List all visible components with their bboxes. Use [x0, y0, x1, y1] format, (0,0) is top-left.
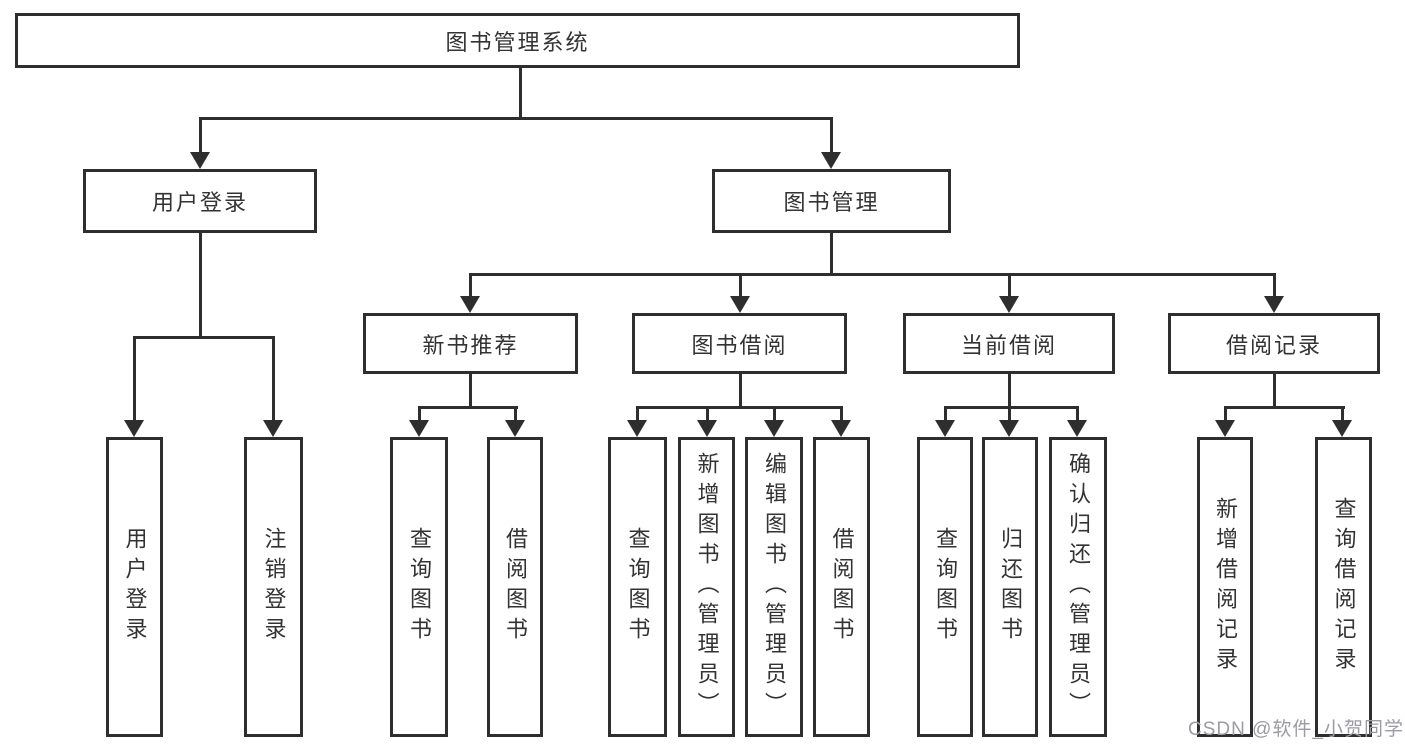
leaf-logout-label: 注销登录 [261, 527, 287, 647]
arrow-down-icon [505, 420, 525, 437]
leaf-query-borrow-record: 查询借阅记录 [1315, 437, 1372, 737]
leaf-confirm-return-label: 确认归还（管理员） [1066, 452, 1091, 722]
node-new-book-recommend: 新书推荐 [363, 313, 578, 374]
connector-line [944, 406, 947, 422]
leaf-user-login: 用户登录 [106, 437, 163, 737]
node-book-borrow-label: 图书借阅 [691, 332, 788, 358]
arrow-down-icon [1332, 420, 1352, 437]
connector-line [1273, 374, 1276, 409]
connector-line [840, 406, 843, 422]
connector-line [1008, 406, 1011, 422]
connector-line [272, 336, 275, 423]
connector-line [199, 117, 202, 155]
connector-line [830, 117, 833, 155]
node-user-login: 用户登录 [83, 169, 317, 233]
arrow-down-icon [730, 296, 750, 313]
leaf-logout: 注销登录 [244, 437, 303, 737]
node-borrow-records-label: 借阅记录 [1225, 332, 1322, 358]
leaf-confirm-return: 确认归还（管理员） [1049, 437, 1107, 737]
connector-line [1008, 374, 1011, 409]
connector-line [519, 67, 522, 118]
connector-line [133, 336, 275, 339]
node-book-management-label: 图书管理 [783, 190, 880, 215]
leaf-add-book-label: 新增图书（管理员） [694, 452, 720, 722]
leaf-add-borrow-record: 新增借阅记录 [1197, 437, 1253, 737]
leaf-borrow-book-1-label: 借阅图书 [503, 527, 528, 647]
leaf-borrow-book-1: 借阅图书 [487, 437, 543, 737]
arrow-down-icon [1215, 420, 1235, 437]
connector-line [636, 406, 843, 409]
leaf-add-borrow-record-label: 新增借阅记录 [1213, 497, 1238, 677]
arrow-down-icon [460, 296, 480, 313]
connector-line [418, 406, 421, 422]
arrow-down-icon [999, 296, 1019, 313]
node-root-label: 图书管理系统 [445, 29, 590, 55]
connector-line [739, 374, 742, 409]
connector-line [469, 374, 472, 409]
connector-line [636, 406, 639, 422]
connector-line [944, 406, 1079, 409]
arrow-down-icon [831, 420, 851, 437]
node-user-login-label: 用户登录 [151, 190, 248, 215]
leaf-user-login-label: 用户登录 [122, 527, 148, 647]
connector-line [514, 406, 517, 422]
leaf-query-book-2-label: 查询图书 [625, 527, 651, 647]
arrow-down-icon [627, 420, 647, 437]
connector-line [706, 406, 709, 422]
watermark: CSDN @软件_小贺同学 [1188, 719, 1404, 740]
leaf-edit-book-label: 编辑图书（管理员） [762, 452, 787, 722]
node-current-borrow: 当前借阅 [903, 313, 1115, 374]
connector-line [1076, 406, 1079, 422]
leaf-add-book: 新增图书（管理员） [678, 437, 735, 737]
leaf-borrow-book-2-label: 借阅图书 [829, 527, 855, 647]
leaf-edit-book: 编辑图书（管理员） [745, 437, 803, 737]
connector-line [199, 233, 202, 339]
leaf-query-book-1: 查询图书 [390, 437, 448, 737]
leaf-query-book-3: 查询图书 [917, 437, 973, 737]
arrow-down-icon [124, 420, 144, 437]
connector-line [1224, 406, 1227, 422]
arrow-down-icon [409, 420, 429, 437]
connector-line [1008, 273, 1011, 298]
node-book-management: 图书管理 [712, 169, 951, 233]
connector-line [1341, 406, 1344, 422]
leaf-return-book: 归还图书 [982, 437, 1038, 737]
arrow-down-icon [764, 420, 784, 437]
node-new-book-recommend-label: 新书推荐 [422, 332, 519, 358]
arrow-down-icon [999, 420, 1019, 437]
leaf-borrow-book-2: 借阅图书 [813, 437, 870, 737]
node-borrow-records: 借阅记录 [1168, 313, 1380, 374]
connector-line [418, 406, 518, 409]
connector-line [1273, 273, 1276, 298]
arrow-down-icon [821, 152, 841, 169]
arrow-down-icon [935, 420, 955, 437]
connector-line [469, 273, 1276, 276]
arrow-down-icon [1067, 420, 1087, 437]
arrow-down-icon [190, 152, 210, 169]
leaf-query-borrow-record-label: 查询借阅记录 [1331, 497, 1357, 677]
arrow-down-icon [1264, 296, 1284, 313]
node-book-borrow: 图书借阅 [632, 313, 847, 374]
connector-line [739, 273, 742, 298]
connector-line [199, 117, 833, 120]
leaf-query-book-1-label: 查询图书 [407, 527, 432, 647]
connector-line [469, 273, 472, 298]
arrow-down-icon [263, 420, 283, 437]
connector-line [1224, 406, 1345, 409]
leaf-return-book-label: 归还图书 [998, 527, 1023, 647]
leaf-query-book-3-label: 查询图书 [933, 527, 958, 647]
connector-line [830, 233, 833, 276]
node-root: 图书管理系统 [15, 13, 1020, 68]
connector-line [133, 336, 136, 423]
node-current-borrow-label: 当前借阅 [960, 332, 1057, 358]
leaf-query-book-2: 查询图书 [608, 437, 667, 737]
arrow-down-icon [697, 420, 717, 437]
connector-line [773, 406, 776, 422]
